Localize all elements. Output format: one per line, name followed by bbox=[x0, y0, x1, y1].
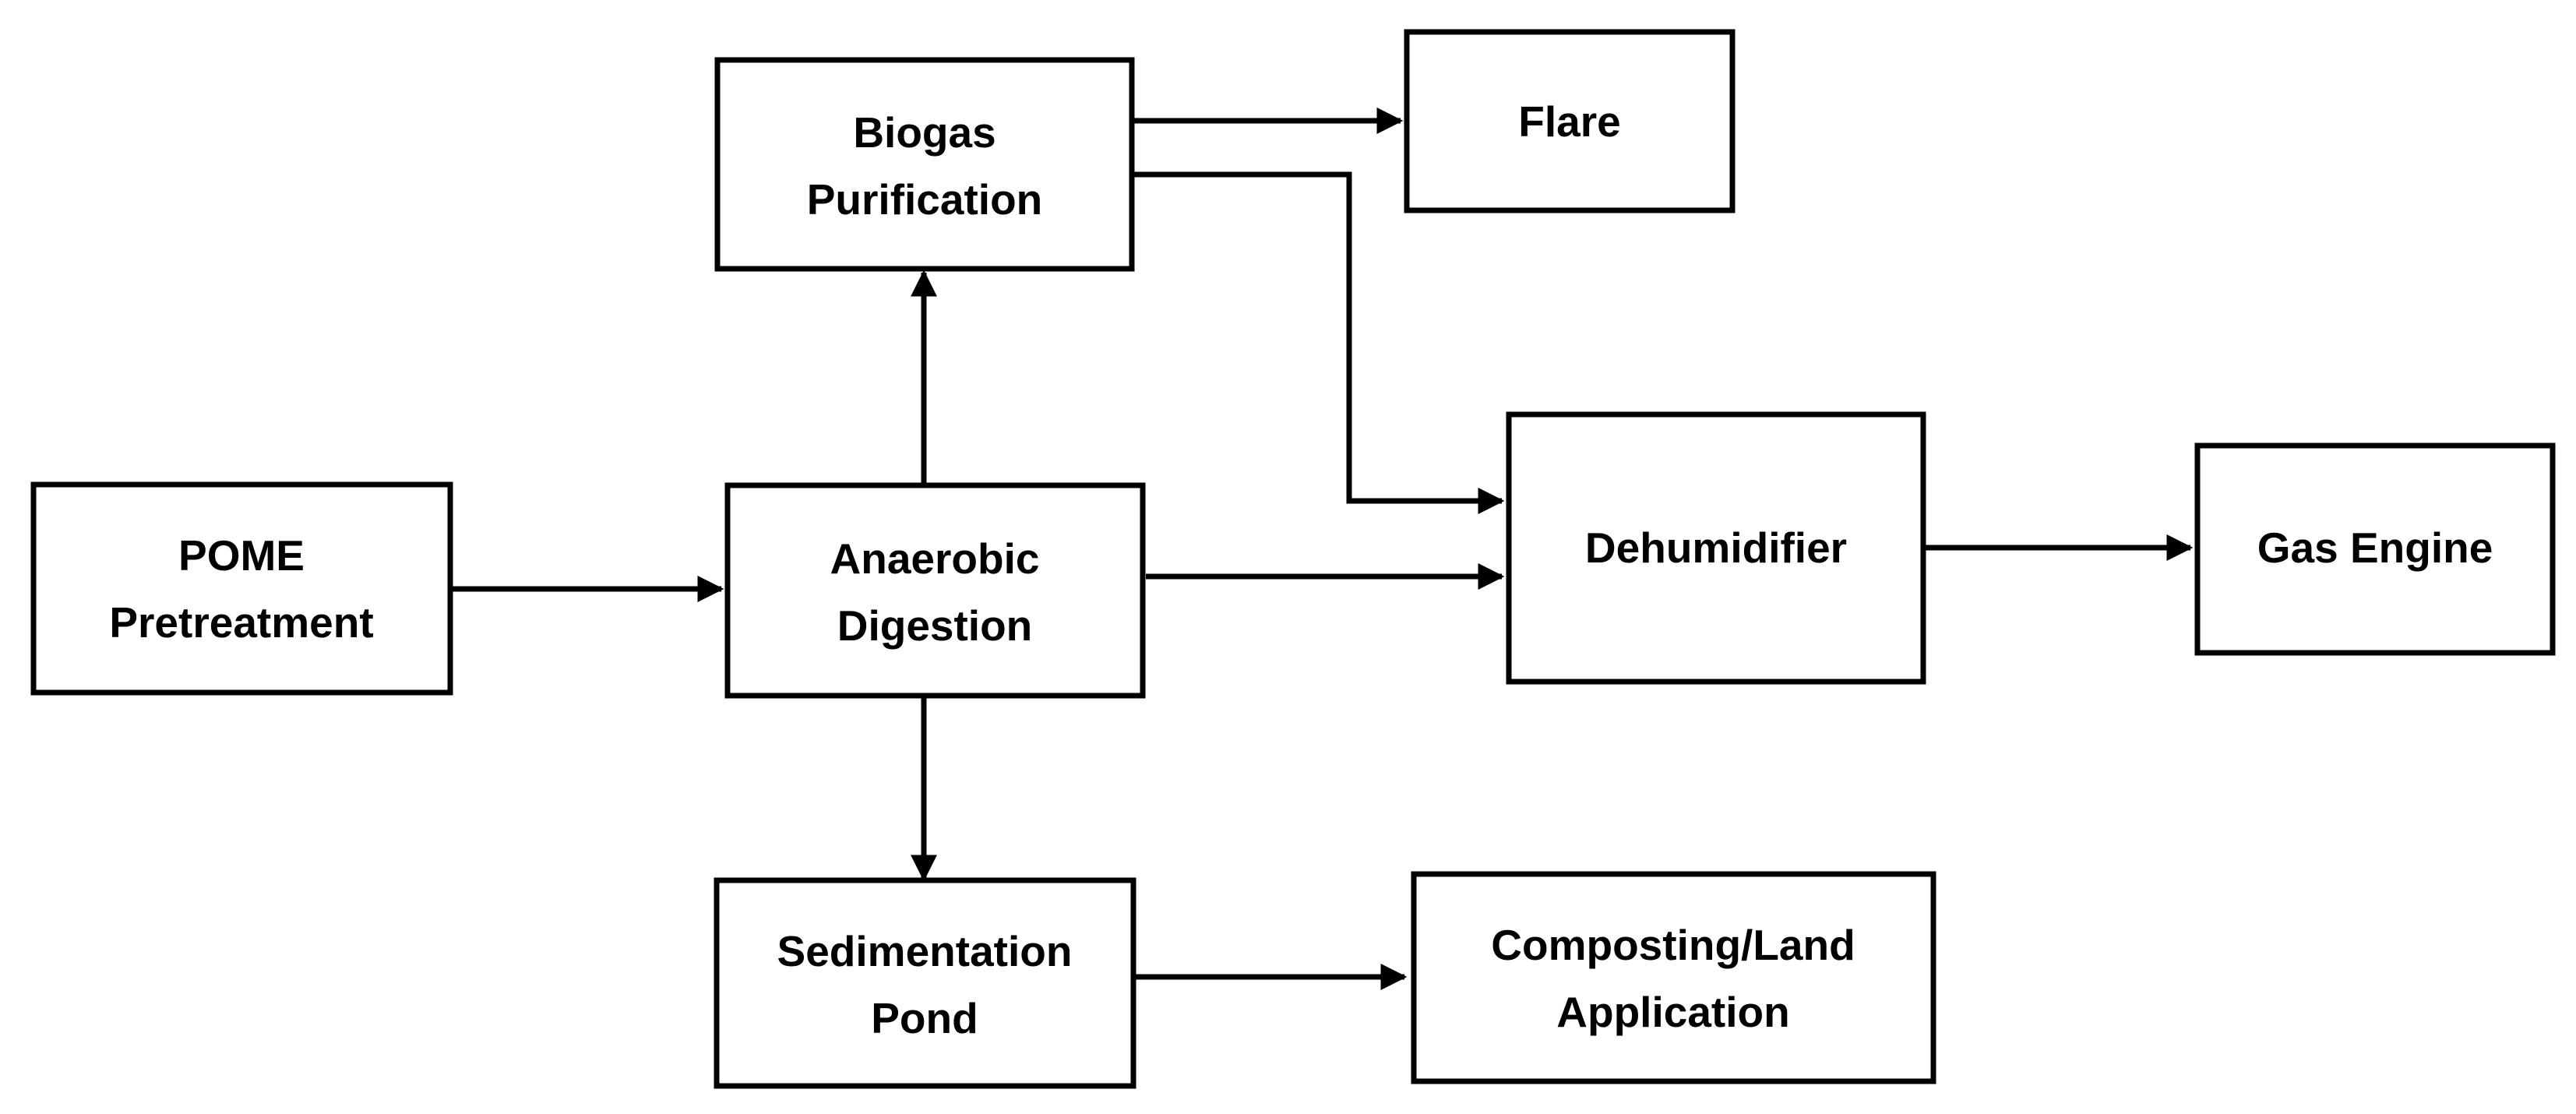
node-label: Dehumidifier bbox=[1585, 524, 1847, 572]
node-box bbox=[1404, 29, 1736, 213]
node-box bbox=[714, 877, 1136, 1089]
node-sedimentation-pond: Sedimentation Pond bbox=[714, 877, 1136, 1089]
node-label: Gas Engine bbox=[2257, 524, 2493, 572]
node-label-line1: Sedimentation bbox=[777, 927, 1073, 975]
node-biogas-purification: Biogas Purification bbox=[714, 57, 1135, 272]
node-label-line2: Pretreatment bbox=[109, 598, 373, 647]
node-box bbox=[724, 482, 1146, 699]
node-label-line1: Composting/Land bbox=[1491, 921, 1855, 969]
node-gas-engine: Gas Engine bbox=[2194, 442, 2556, 656]
node-box bbox=[2194, 442, 2556, 656]
connectors bbox=[452, 108, 2194, 990]
node-pome-pretreatment: POME Pretreatment bbox=[30, 481, 453, 696]
node-flare: Flare bbox=[1404, 29, 1736, 213]
node-label-line2: Digestion bbox=[837, 601, 1033, 650]
node-box bbox=[30, 481, 453, 696]
edge-biogas-to-dehumidifier bbox=[1133, 171, 1505, 514]
node-label-line1: POME bbox=[178, 531, 305, 580]
node-box bbox=[1411, 871, 1936, 1084]
node-composting-land-application: Composting/Land Application bbox=[1411, 871, 1936, 1084]
node-dehumidifier: Dehumidifier bbox=[1506, 411, 1926, 685]
node-label-line2: Pond bbox=[871, 994, 978, 1042]
node-anaerobic-digestion: Anaerobic Digestion bbox=[724, 482, 1146, 699]
node-label-line1: Biogas bbox=[853, 108, 996, 157]
node-label-line2: Purification bbox=[807, 175, 1043, 224]
node-label-line1: Anaerobic bbox=[830, 534, 1040, 583]
node-box bbox=[714, 57, 1135, 272]
node-label-line2: Application bbox=[1556, 988, 1789, 1036]
node-box bbox=[1506, 411, 1926, 685]
node-label: Flare bbox=[1518, 97, 1620, 146]
